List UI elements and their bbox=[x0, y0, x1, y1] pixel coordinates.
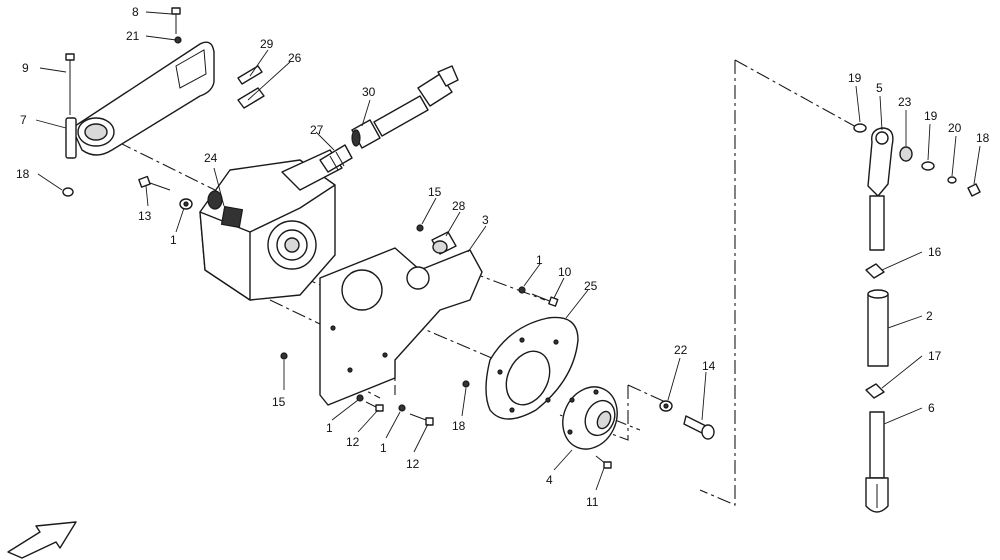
callout-15-top: 15 bbox=[428, 185, 442, 199]
flange-part-4 bbox=[562, 386, 618, 450]
disc-plate-part-25 bbox=[485, 316, 579, 420]
washer-part-19-right bbox=[921, 161, 935, 171]
callout-14: 14 bbox=[702, 359, 716, 373]
universal-joint-shaft-part-30 bbox=[351, 65, 459, 149]
callout-6: 6 bbox=[928, 401, 935, 415]
callout-26: 26 bbox=[288, 51, 302, 65]
bolt-part-12-right bbox=[409, 413, 434, 426]
callout-1-bottom-left: 1 bbox=[326, 421, 333, 435]
callout-1-top: 1 bbox=[170, 233, 177, 247]
callout-19-left: 19 bbox=[848, 71, 862, 85]
callout-21: 21 bbox=[126, 29, 140, 43]
washer-part-1-bottom-right bbox=[398, 404, 406, 412]
steering-gearbox-part-24 bbox=[199, 149, 343, 301]
pin-part-26 bbox=[237, 87, 265, 109]
lever-part-7 bbox=[65, 41, 215, 159]
washer-part-19-left bbox=[853, 123, 867, 133]
washer-part-1-top bbox=[179, 198, 193, 210]
nut-part-18-center bbox=[462, 380, 470, 388]
ball-joint-arm-part-5 bbox=[867, 127, 894, 251]
callout-10: 10 bbox=[558, 265, 572, 279]
nut-part-16 bbox=[865, 263, 885, 279]
bolt-part-9 bbox=[65, 53, 75, 115]
bolt-part-10 bbox=[531, 293, 559, 307]
nut-part-15-top bbox=[416, 224, 424, 232]
callout-20: 20 bbox=[948, 121, 962, 135]
callout-11: 11 bbox=[586, 495, 599, 509]
callout-30: 30 bbox=[362, 85, 376, 99]
callout-18-lever: 18 bbox=[16, 167, 30, 181]
washer-part-20 bbox=[947, 176, 957, 184]
callout-27: 27 bbox=[310, 123, 324, 137]
callout-2: 2 bbox=[926, 309, 933, 323]
front-direction-arrow-icon bbox=[7, 521, 77, 559]
callout-18-center: 18 bbox=[452, 419, 466, 433]
spacer-part-28 bbox=[431, 231, 457, 255]
callout-19-right: 19 bbox=[924, 109, 938, 123]
callout-12-left: 12 bbox=[346, 435, 360, 449]
bolt-part-12-left bbox=[365, 401, 384, 412]
nut-part-18-right bbox=[967, 183, 981, 197]
washer-part-1-right bbox=[518, 286, 526, 294]
mounting-bracket-part-3 bbox=[319, 247, 483, 406]
callout-23: 23 bbox=[898, 95, 912, 109]
callout-15-left: 15 bbox=[272, 395, 286, 409]
callout-17: 17 bbox=[928, 349, 942, 363]
nut-part-15-left bbox=[280, 352, 288, 360]
bolt-part-13 bbox=[138, 175, 171, 191]
callout-leader-lines bbox=[35, 11, 981, 491]
callout-13: 13 bbox=[138, 209, 152, 223]
callout-16: 16 bbox=[928, 245, 942, 259]
sleeve-part-2 bbox=[867, 289, 889, 367]
input-shaft-part-27 bbox=[319, 144, 353, 173]
callout-24: 24 bbox=[204, 151, 218, 165]
callout-9: 9 bbox=[22, 61, 29, 75]
washer-part-22 bbox=[659, 400, 673, 412]
callout-18-right: 18 bbox=[976, 131, 990, 145]
callout-22: 22 bbox=[674, 343, 688, 357]
callout-29: 29 bbox=[260, 37, 274, 51]
callout-3: 3 bbox=[482, 213, 489, 227]
bushing-part-23 bbox=[899, 146, 913, 162]
bolt-part-14 bbox=[683, 415, 715, 440]
callout-28: 28 bbox=[452, 199, 466, 213]
pin-part-29 bbox=[237, 65, 263, 85]
nut-part-17 bbox=[865, 383, 885, 399]
callout-4: 4 bbox=[546, 473, 553, 487]
washer-part-1-bottom-left bbox=[356, 394, 364, 402]
callout-8: 8 bbox=[132, 5, 139, 19]
callout-25: 25 bbox=[584, 279, 598, 293]
callout-1-right: 1 bbox=[536, 253, 543, 267]
clevis-rod-part-6 bbox=[865, 411, 889, 513]
callout-1-bottom-right: 1 bbox=[380, 441, 387, 455]
nut-part-18-lever bbox=[62, 187, 74, 197]
bolt-part-8 bbox=[171, 7, 181, 34]
callout-labels: 8 21 9 7 18 29 26 30 27 24 13 1 15 28 3 … bbox=[16, 5, 990, 509]
callout-5: 5 bbox=[876, 81, 883, 95]
callout-7: 7 bbox=[20, 113, 27, 127]
bolt-part-11 bbox=[595, 455, 612, 469]
callout-12-right: 12 bbox=[406, 457, 420, 471]
